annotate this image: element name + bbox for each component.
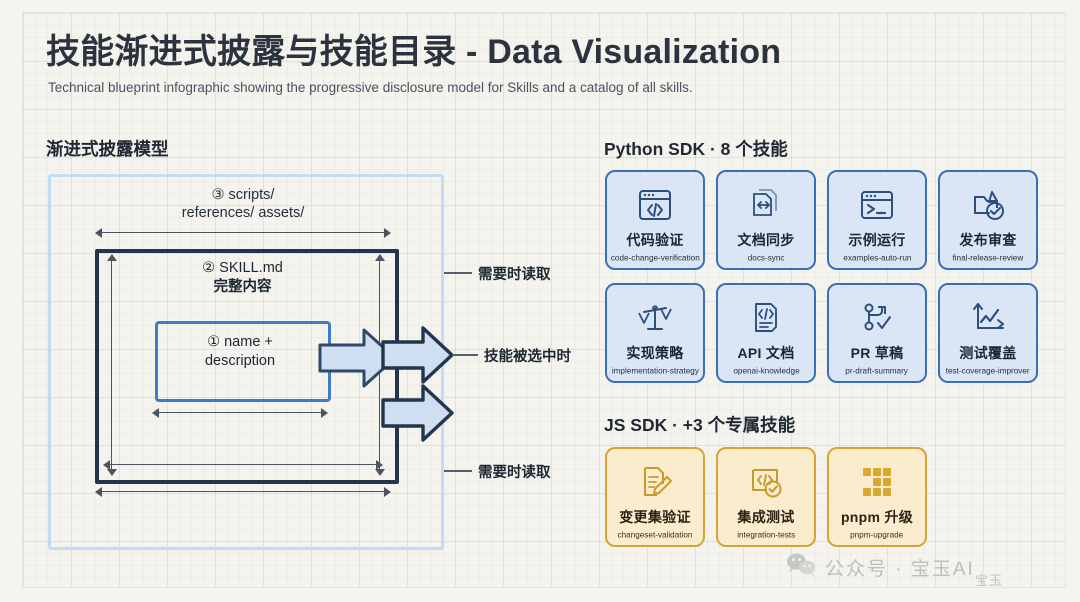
arrow-head-left (95, 487, 102, 497)
pnpm-blocks-icon (859, 462, 895, 502)
page-title-separator: - (456, 33, 488, 71)
measure-bar (157, 412, 323, 414)
skill-card-slug: changeset-validation (617, 530, 693, 540)
skill-card-code-change-verification[interactable]: 代码验证 code-change-verification (605, 170, 705, 270)
skill-card-slug: integration-tests (736, 530, 796, 540)
skill-card-title: 文档同步 (737, 232, 795, 248)
arrow-head-right (384, 487, 391, 497)
callout-leader-top (444, 272, 472, 274)
js-sdk-heading: JS SDK · +3 个专属技能 (604, 415, 796, 435)
level2-left-height-measure (107, 254, 117, 476)
measure-bar (100, 232, 386, 234)
outer-width-measure (95, 487, 391, 497)
measure-bar (100, 491, 386, 493)
python-sdk-heading: Python SDK · 8 个技能 (604, 139, 788, 159)
skill-card-docs-sync[interactable]: 文档同步 docs-sync (716, 170, 816, 270)
skill-card-slug: final-release-review (952, 253, 1024, 263)
callout-label-top: 需要时读取 (478, 267, 551, 283)
skill-card-examples-auto-run[interactable]: 示例运行 examples-auto-run (827, 170, 927, 270)
watermark: 公众号 · 宝玉AI (786, 552, 975, 582)
chart-trend-icon (970, 298, 1006, 338)
ondemand-flow-arrow (381, 384, 454, 442)
skill-card-title: 测试覆盖 (959, 345, 1017, 361)
skill-card-test-coverage-improver[interactable]: 测试覆盖 test-coverage-improver (938, 283, 1038, 383)
page-subtitle: Technical blueprint infographic showing … (48, 80, 693, 95)
skill-card-changeset-validation[interactable]: 变更集验证 changeset-validation (605, 447, 705, 547)
git-branch-check-icon (859, 298, 895, 338)
skill-card-slug: openai-knowledge (732, 366, 800, 376)
arrow-head-top (375, 254, 385, 261)
arrow-head-left (95, 228, 102, 238)
skill-card-slug: implementation-strategy (611, 366, 699, 376)
skill-card-slug: examples-auto-run (842, 253, 912, 263)
diagram-heading: 渐进式披露模型 (46, 139, 169, 159)
callout-label-bottom: 需要时读取 (478, 465, 551, 481)
arrow-head-left (103, 460, 110, 470)
wechat-icon (786, 552, 816, 582)
callout-leader-bottom (444, 470, 472, 472)
skill-card-openai-knowledge[interactable]: API 文档 openai-knowledge (716, 283, 816, 383)
skill-card-slug: code-change-verification (610, 253, 700, 263)
level1-width-measure (152, 408, 328, 418)
level2-label-line1: ② SKILL.md (202, 260, 283, 276)
skill-card-implementation-strategy[interactable]: 实现策略 implementation-strategy (605, 283, 705, 383)
code-check-icon (748, 462, 784, 502)
measure-bar (108, 464, 378, 466)
skill-card-slug: test-coverage-improver (946, 366, 1030, 376)
scales-icon (637, 298, 673, 338)
level3-label-line1: ③ scripts/ (211, 187, 275, 203)
page-title: 技能渐进式披露与技能目录 - Data Visualization (46, 24, 781, 73)
skill-card-title: 变更集验证 (619, 509, 691, 525)
arrow-head-right (321, 408, 328, 418)
skill-card-pr-draft-summary[interactable]: PR 草稿 pr-draft-summary (827, 283, 927, 383)
level2-label: ② SKILL.md 完整内容 (120, 259, 365, 297)
watermark-sub: 宝玉 (975, 573, 1004, 588)
code-doc-icon (748, 298, 784, 338)
level1-label-line1: ① name + (207, 334, 273, 350)
skill-card-integration-tests[interactable]: 集成测试 integration-tests (716, 447, 816, 547)
level2-label-line2: 完整内容 (213, 278, 272, 295)
level3-width-measure (95, 228, 391, 238)
skill-card-slug: pnpm-upgrade (850, 530, 904, 540)
skill-card-pnpm-upgrade[interactable]: pnpm 升级 pnpm-upgrade (827, 447, 927, 547)
level1-label: ① name + description (155, 333, 325, 371)
skill-card-title: 实现策略 (626, 345, 684, 361)
terminal-icon (859, 185, 895, 225)
skill-card-title: pnpm 升级 (840, 509, 914, 525)
level1-label-line2: description (204, 352, 276, 369)
docs-sync-icon (748, 185, 784, 225)
skill-card-title: 代码验证 (626, 232, 684, 248)
skill-card-title: PR 草稿 (850, 345, 904, 361)
watermark-text: 公众号 · 宝玉AI (825, 558, 975, 580)
measure-bar (111, 259, 113, 471)
arrow-head-right (384, 228, 391, 238)
level3-label-line2: references/ assets/ (181, 205, 305, 222)
arrow-head-bottom (107, 469, 117, 476)
code-window-icon (637, 185, 673, 225)
skill-card-title: 示例运行 (848, 232, 906, 248)
skill-card-slug: docs-sync (747, 253, 785, 263)
file-edit-icon (637, 462, 673, 502)
page-title-en: Data Visualization (487, 33, 782, 71)
skill-card-final-release-review[interactable]: 发布审查 final-release-review (938, 170, 1038, 270)
inner-flow-arrow (318, 328, 397, 388)
arrow-head-left (152, 408, 159, 418)
arrow-head-bottom (375, 469, 385, 476)
level3-label: ③ scripts/ references/ assets/ (108, 186, 378, 222)
arrow-head-top (107, 254, 117, 261)
level2-inner-width-measure (103, 460, 383, 470)
callout-leader-mid (452, 354, 478, 356)
skill-card-title: 集成测试 (737, 509, 795, 525)
callout-label-mid: 技能被选中时 (484, 349, 571, 365)
selected-flow-arrow (381, 326, 454, 384)
skill-card-title: 发布审查 (959, 232, 1017, 248)
skill-card-slug: pr-draft-summary (845, 366, 909, 376)
arrow-head-right (376, 460, 383, 470)
page-title-cn: 技能渐进式披露与技能目录 (46, 33, 457, 71)
skill-card-title: API 文档 (737, 345, 795, 361)
release-check-icon (970, 185, 1006, 225)
